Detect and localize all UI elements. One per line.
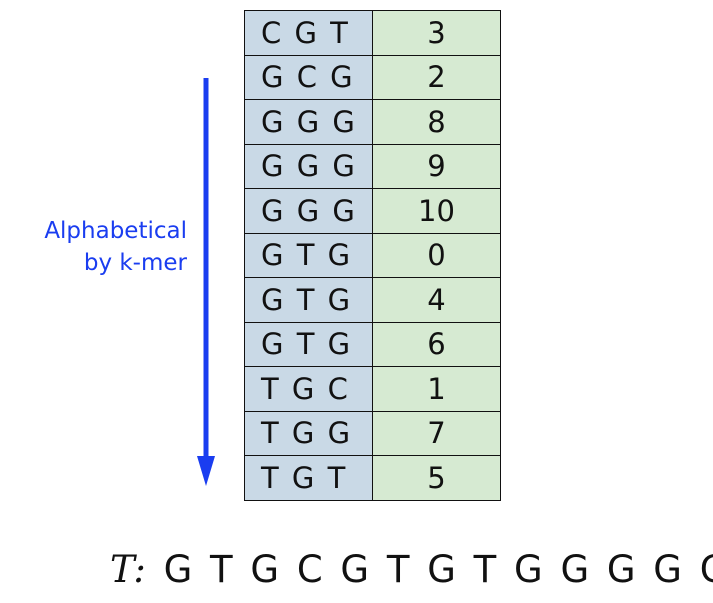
text-label: T:	[110, 548, 146, 591]
kmer-cell: T G G	[244, 410, 373, 456]
sort-order-label-line1: Alphabetical	[44, 218, 187, 244]
sort-order-label: Alphabetical by k-mer	[44, 215, 187, 279]
offset-cell: 5	[372, 455, 501, 501]
kmer-cell: G T G	[244, 232, 373, 278]
offset-cell: 8	[372, 99, 501, 145]
offset-cell: 9	[372, 143, 501, 189]
down-arrow-icon	[197, 78, 215, 486]
kmer-cell: G G G	[244, 143, 373, 189]
kmer-cell: G T G	[244, 321, 373, 367]
offset-cell: 3	[372, 10, 501, 56]
kmer-cell: G G G	[244, 99, 373, 145]
offset-cell: 6	[372, 321, 501, 367]
text-sequence: G T G C G T G T G G G G G	[163, 548, 713, 591]
offset-cell: 7	[372, 410, 501, 456]
kmer-cell: C G T	[244, 10, 373, 56]
offset-cell: 0	[372, 232, 501, 278]
kmer-cell: T G T	[244, 455, 373, 501]
offset-cell: 4	[372, 277, 501, 323]
offset-cell: 1	[372, 366, 501, 412]
offset-cell: 10	[372, 188, 501, 234]
kmer-cell: G T G	[244, 277, 373, 323]
kmer-cell: T G C	[244, 366, 373, 412]
text-sequence-line: T: G T G C G T G T G G G G G	[110, 548, 713, 591]
sort-order-label-line2: by k-mer	[83, 250, 187, 276]
offset-cell: 2	[372, 54, 501, 100]
kmer-cell: G G G	[244, 188, 373, 234]
kmer-cell: G C G	[244, 54, 373, 100]
